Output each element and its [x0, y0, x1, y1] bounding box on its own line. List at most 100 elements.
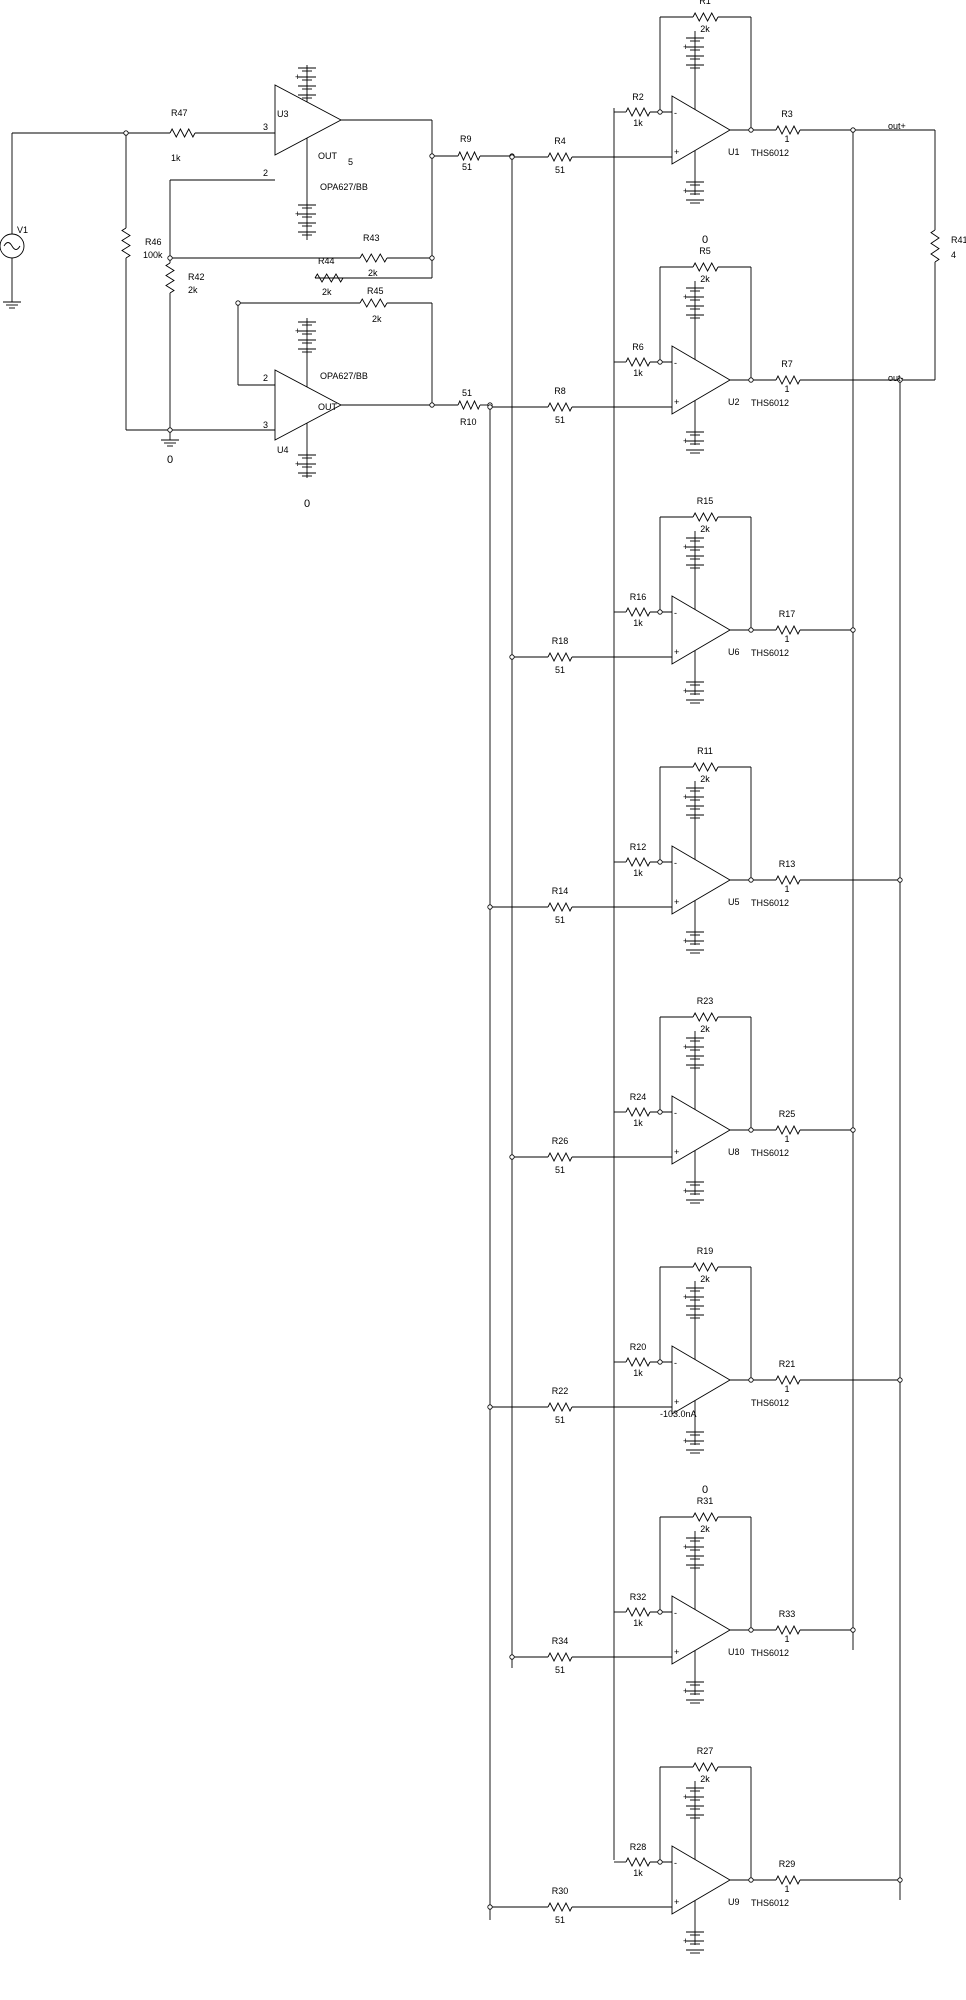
supply-plus-sign: +: [683, 1292, 688, 1302]
ground-net-label: 0: [304, 498, 310, 510]
resistor-name-label: R29: [779, 1859, 796, 1869]
opamp-name-label: U5: [728, 897, 740, 907]
component-layer: [0, 84, 903, 1915]
resistor-name-label: R46: [145, 237, 162, 247]
opamp-symbol: [274, 84, 342, 156]
resistor-value-label: 2k: [322, 287, 332, 297]
supply-plus-sign: +: [683, 542, 688, 552]
supply-plus-sign: +: [295, 72, 300, 82]
ground-net-label: 0: [167, 454, 173, 466]
minus-pin-sign: -: [674, 1358, 677, 1368]
opamp-model-label: THS6012: [751, 1898, 789, 1908]
opamp-symbol: [671, 1095, 731, 1165]
resistor-name-label: R19: [697, 1246, 714, 1256]
resistor-value-label: 1: [784, 1384, 789, 1394]
pin-number-label: 2: [263, 168, 268, 178]
junction-dot: [657, 609, 663, 615]
resistor-name-label: R6: [632, 342, 644, 352]
resistor-value-label: 1k: [171, 153, 181, 163]
supply-plus-sign: +: [683, 436, 688, 446]
junction-dot: [748, 1127, 754, 1133]
resistor-name-label: R42: [188, 272, 205, 282]
resistor-symbol: [775, 1124, 801, 1136]
resistor-name-label: R26: [552, 1136, 569, 1146]
resistor-symbol: [692, 1512, 719, 1522]
junction-dot: [850, 627, 856, 633]
supply-plus-sign: +: [683, 186, 688, 196]
resistor-symbol: [314, 273, 344, 283]
resistor-value-label: 1k: [633, 368, 643, 378]
plus-pin-sign: +: [674, 1397, 679, 1407]
resistor-symbol: [359, 298, 388, 308]
supply-plus-sign: +: [683, 1792, 688, 1802]
resistor-value-label: 1k: [633, 1118, 643, 1128]
supply-plus-sign: +: [683, 936, 688, 946]
resistor-symbol: [547, 901, 573, 913]
resistor-symbol: [775, 1874, 801, 1886]
resistor-value-label: 2k: [700, 1024, 710, 1034]
ground-net-label: 0: [702, 234, 708, 246]
opamp-name-label: U2: [728, 397, 740, 407]
ac-source-symbol: [0, 233, 25, 259]
junction-dot: [487, 904, 493, 910]
resistor-symbol: [692, 262, 719, 272]
resistor-value-label: 51: [462, 162, 472, 172]
junction-dot: [235, 300, 241, 306]
resistor-name-label: R10: [460, 417, 477, 427]
minus-pin-sign: -: [674, 858, 677, 868]
resistor-symbol: [121, 227, 131, 259]
plus-pin-sign: +: [674, 1647, 679, 1657]
junction-dot: [429, 255, 435, 261]
resistor-name-label: R25: [779, 1109, 796, 1119]
resistor-name-label: R22: [552, 1386, 569, 1396]
minus-pin-sign: -: [674, 1858, 677, 1868]
pin-number-label: 5: [348, 157, 353, 167]
resistor-symbol: [930, 229, 940, 263]
resistor-value-label: 1: [784, 384, 789, 394]
junction-dot: [123, 130, 129, 136]
supply-plus-sign: +: [295, 209, 300, 219]
resistor-name-label: R24: [630, 1092, 647, 1102]
opamp-name-label: U1: [728, 147, 740, 157]
resistor-symbol: [547, 1651, 573, 1663]
supply-plus-sign: +: [683, 686, 688, 696]
opamp-name-label: U6: [728, 647, 740, 657]
resistor-value-label: 1k: [633, 868, 643, 878]
resistor-name-label: R30: [552, 1886, 569, 1896]
junction-dot: [487, 404, 493, 410]
supply-plus-sign: +: [683, 1436, 688, 1446]
resistor-symbol: [692, 1762, 719, 1772]
supply-plus-sign: +: [295, 326, 300, 336]
junction-dot: [657, 1859, 663, 1865]
opamp-symbol: [274, 369, 342, 441]
supply-plus-sign: +: [683, 1186, 688, 1196]
plus-pin-sign: +: [674, 897, 679, 907]
junction-dot: [748, 1627, 754, 1633]
junction-dot: [487, 1404, 493, 1410]
out-minus-net-label: out-: [888, 373, 904, 383]
resistor-symbol: [625, 1356, 651, 1368]
junction-dot: [748, 877, 754, 883]
source-name-label: V1: [17, 225, 28, 235]
junction-dot: [167, 427, 173, 433]
resistor-value-label: 51: [555, 1415, 565, 1425]
resistor-name-label: R31: [697, 1496, 714, 1506]
junction-dot: [850, 1627, 856, 1633]
resistor-symbol: [625, 106, 651, 118]
resistor-name-label: R9: [460, 134, 472, 144]
resistor-name-label: R7: [781, 359, 793, 369]
resistor-value-label: 51: [555, 1165, 565, 1175]
resistor-symbol: [692, 512, 719, 522]
supply-plus-sign: +: [683, 792, 688, 802]
resistor-symbol: [692, 762, 719, 772]
resistor-value-label: 2k: [700, 524, 710, 534]
opamp-out-label: OUT: [318, 402, 338, 412]
resistor-name-label: R32: [630, 1592, 647, 1602]
resistor-value-label: 2k: [700, 274, 710, 284]
resistor-value-label: 51: [462, 388, 472, 398]
junction-dot: [897, 377, 903, 383]
junction-dot: [850, 1127, 856, 1133]
resistor-name-label: R1: [699, 0, 711, 6]
minus-pin-sign: -: [674, 108, 677, 118]
